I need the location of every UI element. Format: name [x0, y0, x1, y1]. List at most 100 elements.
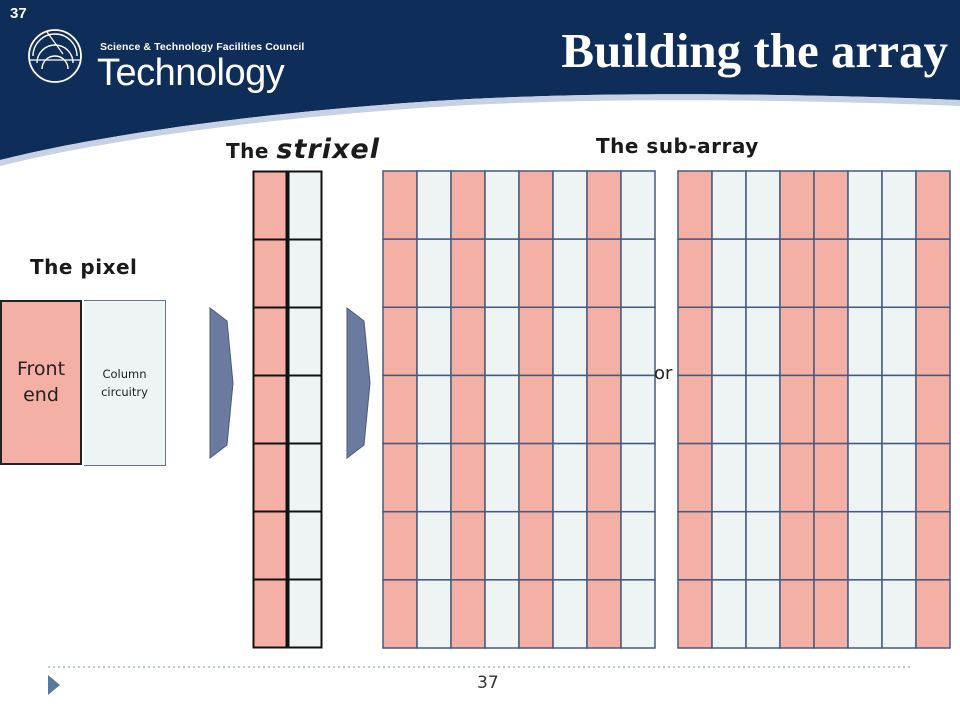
front-end-cell: [915, 510, 951, 581]
column-cell: [711, 442, 747, 513]
column-cell: [881, 306, 917, 377]
front-end-cell: [450, 510, 486, 581]
column-cell: [552, 238, 588, 309]
front-end-cell: [915, 374, 951, 445]
column-cell: [745, 306, 781, 377]
front-end-cell: [586, 510, 622, 581]
front-end-cell: [915, 170, 951, 240]
front-end-cell: [813, 579, 849, 649]
front-end-cell: [586, 170, 622, 240]
front-end-cell: [813, 306, 849, 377]
column-cell: [416, 510, 452, 581]
column-cell: [484, 510, 520, 581]
column-cell: [847, 238, 883, 309]
subarray-left-grid: [382, 170, 656, 649]
column-cell: [745, 510, 781, 581]
front-end-cell: [915, 442, 951, 513]
front-end-cell: [252, 170, 288, 241]
front-end-cell: [813, 442, 849, 513]
front-end-cell: [450, 238, 486, 309]
column-cell: [620, 374, 656, 445]
subarray-heading: The sub-array: [596, 134, 759, 158]
pixel-heading: The pixel: [30, 255, 138, 279]
column-cell: [881, 442, 917, 513]
front-end-cell: [813, 510, 849, 581]
column-cell: [847, 579, 883, 649]
strixel-heading: The strixel: [226, 134, 380, 165]
front-end-cell: [450, 170, 486, 240]
front-end-cell: [252, 442, 288, 513]
footer-triangle-icon: [48, 675, 60, 695]
column-cell: [416, 306, 452, 377]
front-end-cell: [382, 510, 418, 581]
column-cell: [881, 170, 917, 240]
front-end-cell: [382, 306, 418, 377]
front-end-cell: [252, 374, 288, 445]
column-cell: [620, 579, 656, 649]
column-cell: [552, 374, 588, 445]
column-cell: [287, 170, 323, 241]
front-end-cell: [382, 374, 418, 445]
front-end-cell: [915, 238, 951, 309]
column-cell: [745, 238, 781, 309]
brand-name: Technology: [97, 52, 285, 94]
front-end-cell: [252, 238, 288, 309]
column-cell: [847, 306, 883, 377]
column-cell: [416, 442, 452, 513]
column-cell: [287, 238, 323, 309]
column-cell: [287, 306, 323, 377]
organisation-name: Science & Technology Facilities Council: [100, 41, 305, 53]
column-cell: [416, 579, 452, 649]
column-cell: [484, 238, 520, 309]
column-cell: [847, 442, 883, 513]
strixel-grid: [252, 170, 323, 649]
column-cell: [711, 306, 747, 377]
front-end-cell: [677, 306, 713, 377]
front-end-cell: [382, 238, 418, 309]
front-end-cell: [677, 374, 713, 445]
or-label: or: [654, 363, 673, 384]
column-cell: [287, 374, 323, 445]
column-cell: [881, 510, 917, 581]
column-cell: [847, 510, 883, 581]
front-end-cell: [813, 170, 849, 240]
front-end-cell: [779, 306, 815, 377]
column-cell: [484, 579, 520, 649]
front-end-cell: [677, 579, 713, 649]
front-end-cell: [518, 238, 554, 309]
column-cell: [552, 442, 588, 513]
slide-title: Building the array: [561, 23, 948, 78]
column-cell: [847, 374, 883, 445]
front-end-cell: [450, 442, 486, 513]
header-band: [0, 0, 960, 166]
front-end-cell: [677, 442, 713, 513]
front-end-cell: [252, 510, 288, 581]
front-end-cell: [779, 374, 815, 445]
column-cell: [552, 510, 588, 581]
column-cell: [881, 579, 917, 649]
front-end-cell: [779, 579, 815, 649]
column-cell: [711, 510, 747, 581]
column-cell: [620, 306, 656, 377]
column-cell: [620, 510, 656, 581]
front-end-cell: [779, 238, 815, 309]
footer-decoration: [48, 666, 912, 695]
slide-number-top: 37: [10, 5, 27, 22]
front-end-cell: [779, 442, 815, 513]
column-cell: [711, 374, 747, 445]
front-end-cell: [915, 306, 951, 377]
front-end-cell: [382, 170, 418, 240]
header-background: [0, 0, 960, 160]
front-end-cell: [586, 579, 622, 649]
column-cell: [287, 578, 323, 649]
column-cell: [711, 170, 747, 240]
front-end-block: Front end: [0, 300, 82, 465]
footer-page-number: 37: [477, 673, 499, 693]
column-cell: [287, 510, 323, 581]
column-cell: [847, 170, 883, 240]
front-end-cell: [813, 238, 849, 309]
stfc-logo-icon: [28, 29, 82, 83]
front-end-cell: [586, 238, 622, 309]
column-cell: [484, 374, 520, 445]
header-swoosh: [0, 94, 960, 166]
